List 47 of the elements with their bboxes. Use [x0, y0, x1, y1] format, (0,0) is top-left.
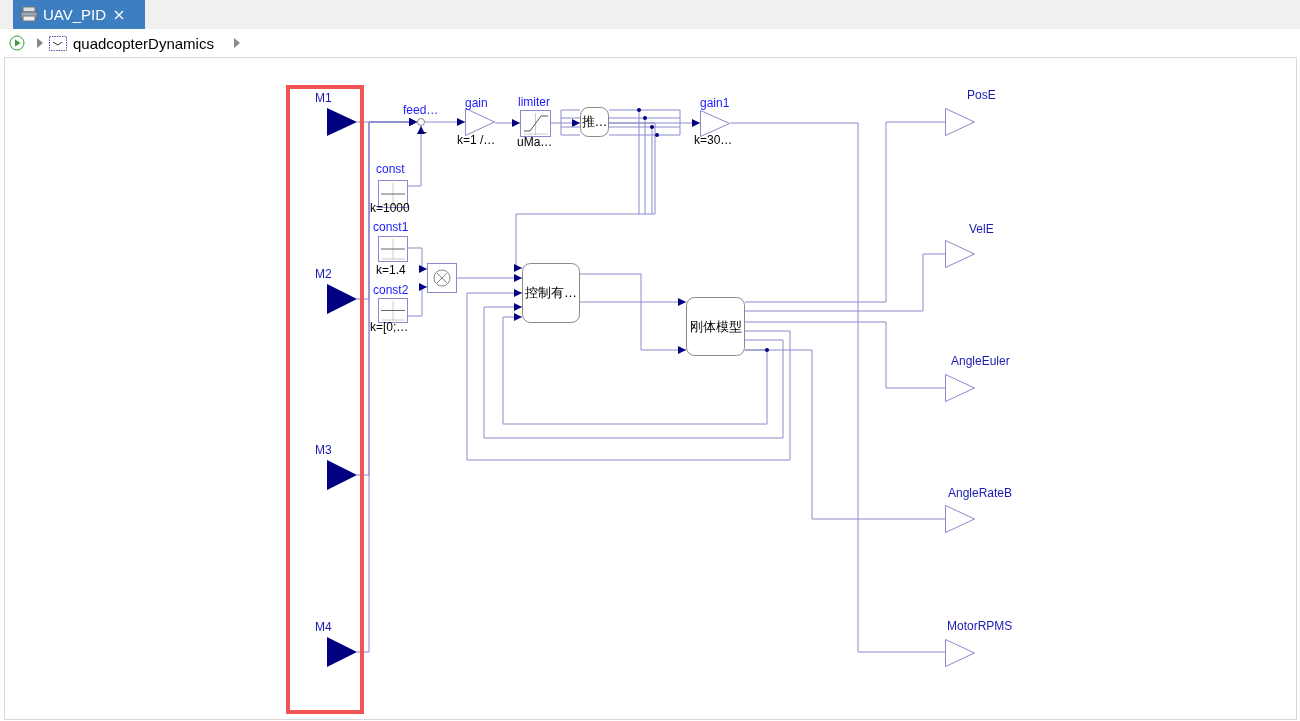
connector [502, 313, 768, 425]
block-name: const1 [373, 221, 409, 234]
connector [407, 283, 428, 317]
block-label: 推… [580, 114, 609, 129]
block-label: 刚体模型 [688, 318, 743, 334]
block-name: limiter [518, 96, 550, 109]
connector [729, 122, 946, 653]
connector [550, 119, 581, 127]
block-name: PosE [967, 89, 996, 102]
block-name: const2 [373, 284, 409, 297]
parameter-label: k=[0;… [370, 321, 409, 334]
block-name: const [376, 163, 405, 176]
block-label: 控制有… [524, 285, 578, 300]
parameter-label: k=30… [694, 134, 733, 147]
block-name: AngleEuler [951, 355, 1010, 368]
block-name: gain1 [700, 97, 730, 110]
breadcrumb-text: quadcopterDynamics [73, 35, 214, 52]
block-name: M1 [315, 92, 332, 105]
parameter-label: - [423, 126, 427, 139]
block-name: M2 [315, 268, 332, 281]
editor-tab: UAV_PID [13, 0, 145, 29]
block-name: AngleRateB [948, 487, 1013, 500]
parameter-label: uMa… [517, 136, 553, 149]
parameter-label: k=1 /… [457, 134, 496, 147]
parameter-label: k=1000 [370, 202, 410, 215]
connector [424, 118, 466, 126]
block-name: MotorRPMS [947, 620, 1013, 633]
connector [407, 125, 425, 187]
connector [744, 321, 946, 389]
connector [579, 273, 687, 354]
block-name: feed… [403, 104, 439, 117]
connector [744, 121, 946, 303]
block-name: gain [465, 97, 488, 110]
connector [579, 298, 687, 306]
parameter-label: k=1.4 [376, 264, 406, 277]
connector [744, 349, 946, 520]
block-name: M3 [315, 444, 332, 457]
block-name: VelE [969, 223, 994, 236]
connector [514, 122, 656, 272]
connector [483, 303, 784, 439]
connector [456, 274, 523, 282]
connector [466, 289, 791, 461]
connector [356, 118, 418, 653]
connector [744, 253, 946, 312]
connector [494, 119, 521, 127]
connector [407, 247, 428, 273]
block-name: M4 [315, 621, 332, 634]
